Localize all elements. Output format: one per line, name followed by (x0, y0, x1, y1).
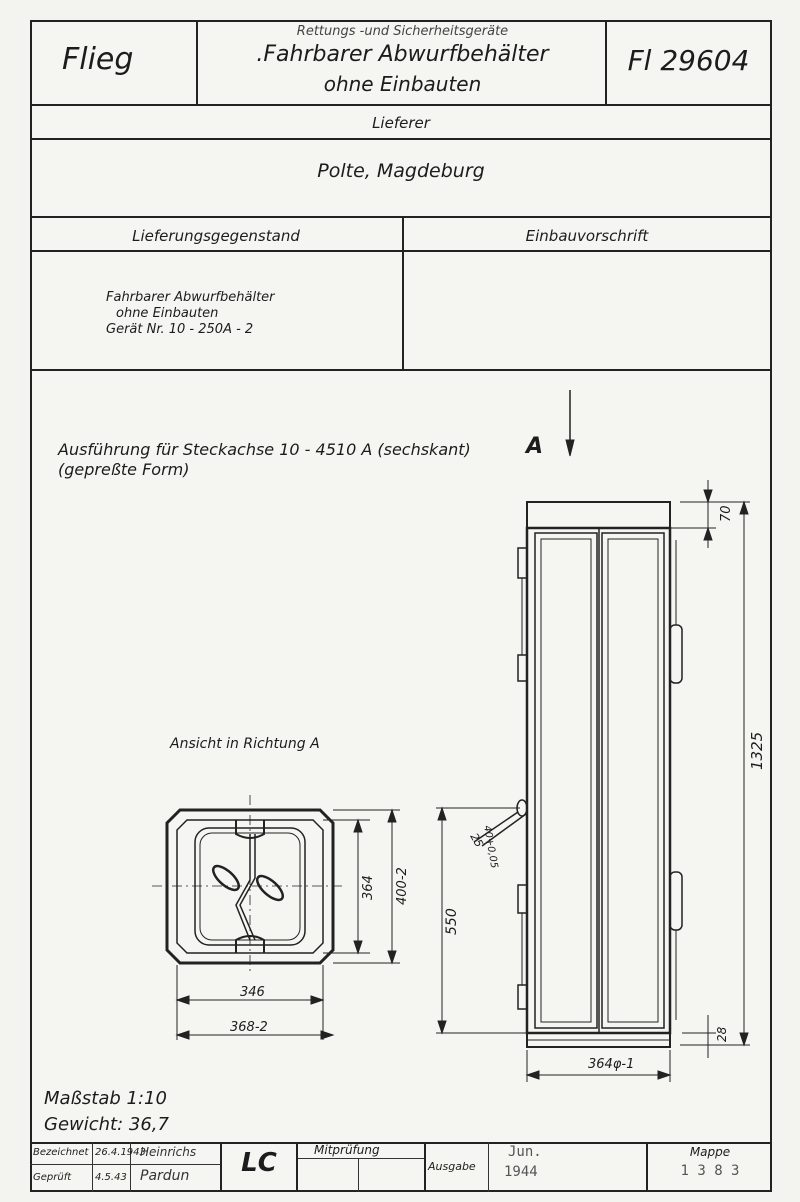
dimension-70 (670, 480, 716, 548)
ausgabe-label: Ausgabe (428, 1160, 476, 1173)
dimension-364-phi (525, 1050, 672, 1082)
dimension-364-400 (323, 808, 400, 965)
gez-label: Bezeichnet (33, 1147, 89, 1158)
gep-label: Geprüft (33, 1172, 72, 1183)
dim-70-label: 70 (719, 505, 734, 522)
drawing-note-line2: (gepreßte Form) (58, 460, 190, 479)
gep-signature: Pardun (140, 1168, 190, 1184)
titleblock-row-line (30, 1164, 220, 1165)
header-title-line1: .Fahrbarer Abwurfbehälter (256, 42, 549, 67)
header-title-line2: ohne Einbauten (323, 72, 482, 96)
mappe-value: 1 3 8 3 (680, 1163, 740, 1179)
titleblock-v7 (488, 1142, 489, 1192)
dimension-346-368 (175, 965, 335, 1040)
view-label: Ansicht in Richtung A (170, 736, 320, 752)
header-vdivider-right (605, 20, 607, 104)
drawing-note-marker: A (526, 434, 544, 459)
dim-364-label: 364 (361, 875, 376, 900)
supplier-label-divider (30, 138, 772, 140)
drawing-note-line1: Ausführung für Steckachse 10 - 4510 A (s… (58, 440, 471, 459)
delivery-vdivider (402, 216, 404, 369)
weight-text: Gewicht: 36,7 (44, 1114, 169, 1135)
titleblock-v2 (130, 1142, 131, 1192)
drawing-frame (30, 20, 772, 1192)
scale-text: Maßstab 1:10 (44, 1088, 167, 1109)
dim-550-label: 550 (444, 908, 460, 935)
dimension-28 (682, 1015, 716, 1058)
ausgabe-month: Jun. (508, 1144, 542, 1160)
delivery-item-line1: Fahrbarer Abwurfbehälter (106, 290, 275, 305)
container-front-view (473, 501, 683, 1048)
supplier-divider (30, 216, 772, 218)
view-direction-arrow (565, 390, 575, 457)
dim-346-label: 346 (240, 985, 265, 1000)
ausgabe-year: 1944 (504, 1164, 538, 1180)
gep-date: 4.5.43 (95, 1172, 127, 1183)
titleblock-v1 (92, 1142, 93, 1192)
dim-368-label: 368-2 (230, 1020, 268, 1035)
code-label: LC (241, 1148, 277, 1178)
delivery-item-line2: ohne Einbauten (116, 306, 219, 321)
gez-signature: Heinrichs (140, 1145, 197, 1159)
titleblock-v6 (424, 1142, 426, 1192)
header-vdivider-left (196, 20, 198, 104)
dim-40-label: 40+0,05 (481, 825, 499, 870)
mappe-label: Mappe (689, 1145, 731, 1159)
titleblock-top-line (30, 1142, 772, 1144)
dim-364-phi-label: 364φ-1 (588, 1057, 634, 1072)
titleblock-v3 (220, 1142, 222, 1192)
mitpruefung-label: Mitprüfung (314, 1143, 380, 1157)
dim-1325-label: 1325 (748, 732, 766, 770)
gez-date: 26.4.1943 (95, 1147, 146, 1158)
delivery-header-divider (30, 250, 772, 252)
dim-25-label: 25 (467, 831, 485, 850)
titleblock-v4 (296, 1142, 298, 1192)
supplier-name: Polte, Magdeburg (317, 160, 485, 182)
titleblock-v5 (358, 1158, 359, 1192)
header-category: Rettungs -und Sicherheitsgeräte (296, 24, 509, 39)
delivery-divider (30, 369, 772, 371)
header-left-label: Flieg (62, 42, 134, 77)
dimension-1325 (680, 500, 750, 1047)
dim-400-label: 400-2 (395, 867, 410, 905)
drawing-number: Fl 29604 (627, 44, 750, 77)
mitpruefung-row-line (296, 1158, 424, 1159)
dim-28-label: 28 (715, 1026, 729, 1042)
supplier-label: Lieferer (372, 114, 430, 132)
delivery-item-line3: Gerät Nr. 10 - 250A - 2 (106, 322, 254, 337)
end-view (152, 795, 345, 975)
dimension-550 (436, 806, 527, 1035)
header-divider (30, 104, 772, 106)
delivery-left-header: Lieferungsgegenstand (132, 227, 300, 245)
delivery-right-header: Einbauvorschrift (525, 227, 649, 245)
titleblock-v8 (646, 1142, 648, 1192)
